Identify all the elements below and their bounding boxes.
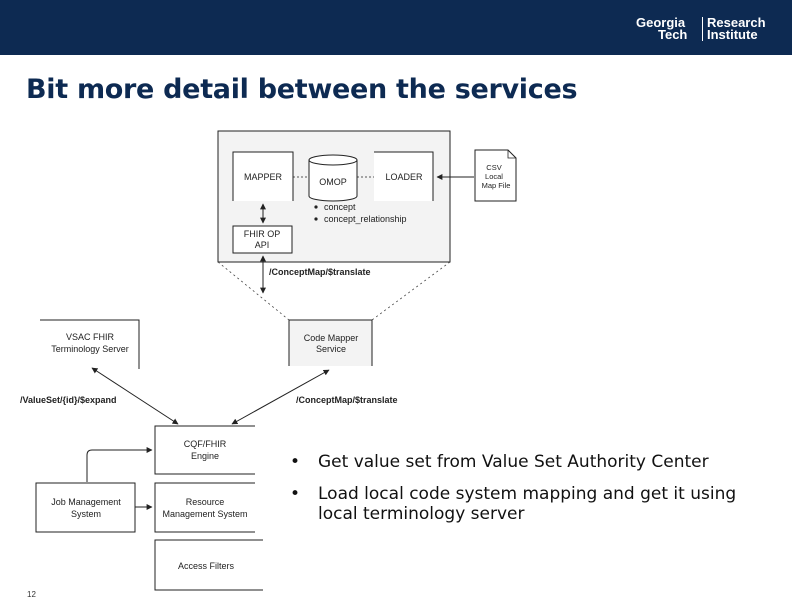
csv-local-label: Local <box>485 172 503 181</box>
zoom-line-right <box>371 261 451 321</box>
mapper-box: MAPPER <box>232 151 294 201</box>
resource-management-system-box: Resource Management System <box>154 482 255 533</box>
csv-label: CSV <box>486 163 501 172</box>
omop-database: OMOP <box>308 154 358 202</box>
vsac-terminology-server-box: VSAC FHIR Terminology Server <box>40 319 140 369</box>
omop-table-concept-relationship: concept_relationship <box>324 214 407 224</box>
cqf-engine-label: Engine <box>191 451 219 461</box>
omop-table-bullet <box>314 205 318 209</box>
access-filters-box: Access Filters <box>154 539 263 591</box>
fhir-api-label: API <box>255 240 270 250</box>
slide-title: Bit more detail between the services <box>26 74 578 105</box>
csv-file: CSV Local Map File <box>474 149 517 202</box>
bullet-text-local-mapping: Load local code system mapping and get i… <box>318 484 737 524</box>
logo-institute: Institute <box>707 27 758 42</box>
job-cqf-arrow <box>86 447 153 482</box>
access-filters-label: Access Filters <box>178 561 235 571</box>
edge-label-translate-bottom: /ConceptMap/$translate <box>296 395 398 405</box>
bullet-text-value-set: Get value set from Value Set Authority C… <box>318 452 709 472</box>
bullet-item: • Load local code system mapping and get… <box>290 484 750 524</box>
edge-label-expand: /ValueSet/{id}/$expand <box>20 395 117 405</box>
omop-table-concept: concept <box>324 202 356 212</box>
bullet-dot: • <box>290 484 301 504</box>
bullet-list: • Get value set from Value Set Authority… <box>290 452 750 536</box>
page-number: 12 <box>27 590 36 599</box>
csv-mapfile-label: Map File <box>482 181 511 190</box>
job-label: Job Management <box>51 497 121 507</box>
bullet-item: • Get value set from Value Set Authority… <box>290 452 750 472</box>
omop-table-bullet <box>314 217 318 221</box>
cqf-label: CQF/FHIR <box>184 439 227 449</box>
bullet-dot: • <box>290 452 301 472</box>
loader-box: LOADER <box>374 151 434 201</box>
codemapper-cqf-arrow <box>231 369 330 425</box>
vsac-cqf-arrow <box>91 367 179 425</box>
resource-label: Resource <box>186 497 225 507</box>
logo-tech: Tech <box>658 27 688 42</box>
fhir-op-api-box: FHIR OP API <box>232 225 293 254</box>
logo-research: Research <box>707 15 766 30</box>
code-mapper-service-box: Code Mapper Service <box>288 319 373 366</box>
header-bar: Georgia Tech Research Institute <box>0 0 792 55</box>
loader-label: LOADER <box>385 172 423 182</box>
omop-label: OMOP <box>319 177 347 187</box>
code-mapper-service-label: Service <box>316 344 346 354</box>
zoom-line-left <box>217 261 290 321</box>
logo-divider <box>702 17 703 41</box>
vsac-label: VSAC FHIR <box>66 332 115 342</box>
job-system-label: System <box>71 509 101 519</box>
code-mapper-label: Code Mapper <box>304 333 359 343</box>
fhir-op-label: FHIR OP <box>244 229 281 239</box>
vsac-terminology-label: Terminology Server <box>51 344 129 354</box>
edge-label-translate-top: /ConceptMap/$translate <box>269 267 371 277</box>
mapper-label: MAPPER <box>244 172 283 182</box>
logo-georgia: Georgia <box>636 15 686 30</box>
resource-system-label: Management System <box>162 509 247 519</box>
cqf-fhir-engine-box: CQF/FHIR Engine <box>154 425 255 475</box>
job-management-system-box: Job Management System <box>35 482 136 533</box>
